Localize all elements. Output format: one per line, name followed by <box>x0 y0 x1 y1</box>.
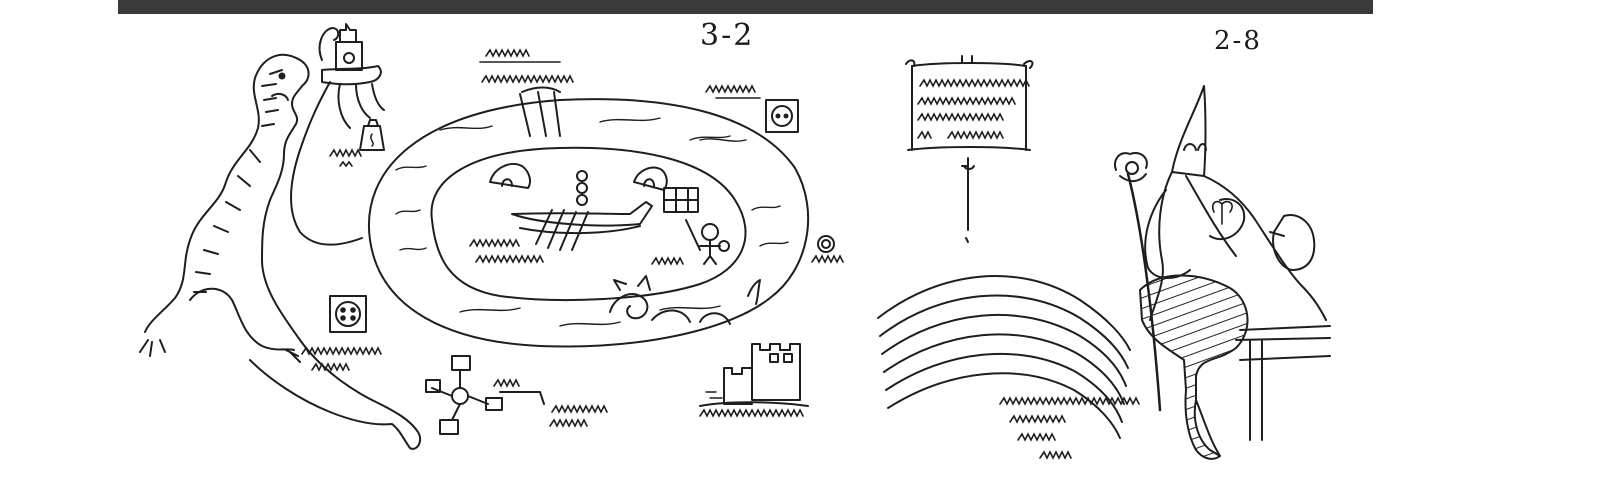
scribble-label-top-right <box>705 84 761 99</box>
rolling-hills <box>877 275 1131 439</box>
scribble-label-fortress <box>699 408 804 418</box>
top-scan-strip <box>118 0 1373 14</box>
socket-icon <box>329 295 367 333</box>
left-margin <box>0 0 118 500</box>
crocodile-creature <box>139 53 422 450</box>
scribble-label-windmill <box>493 378 608 428</box>
scribble-label-island-right <box>651 256 684 266</box>
lantern-icon <box>359 119 385 151</box>
scribble-label-island-left <box>469 238 544 264</box>
scribble-label-lantern <box>329 148 362 168</box>
ring-icon <box>817 235 835 253</box>
boat <box>511 201 653 251</box>
lake-map <box>367 86 835 348</box>
windmill <box>425 355 545 435</box>
scribble-scroll-text <box>917 78 1030 140</box>
outlet-icon <box>765 99 799 133</box>
hooded-figure <box>1114 85 1331 460</box>
page-number-left: 3-2 <box>700 18 755 53</box>
page-number-right: 2-8 <box>1214 26 1262 56</box>
scribble-label-outlet <box>301 346 382 372</box>
scribble-label-top <box>479 48 574 84</box>
sea-serpent <box>609 275 761 325</box>
scribble-label-ring <box>811 254 844 264</box>
banner-scroll <box>905 55 1034 243</box>
tower-cliff <box>290 23 385 246</box>
fortress <box>699 343 809 407</box>
right-margin <box>1373 0 1600 500</box>
scribble-label-hills <box>999 396 1140 460</box>
